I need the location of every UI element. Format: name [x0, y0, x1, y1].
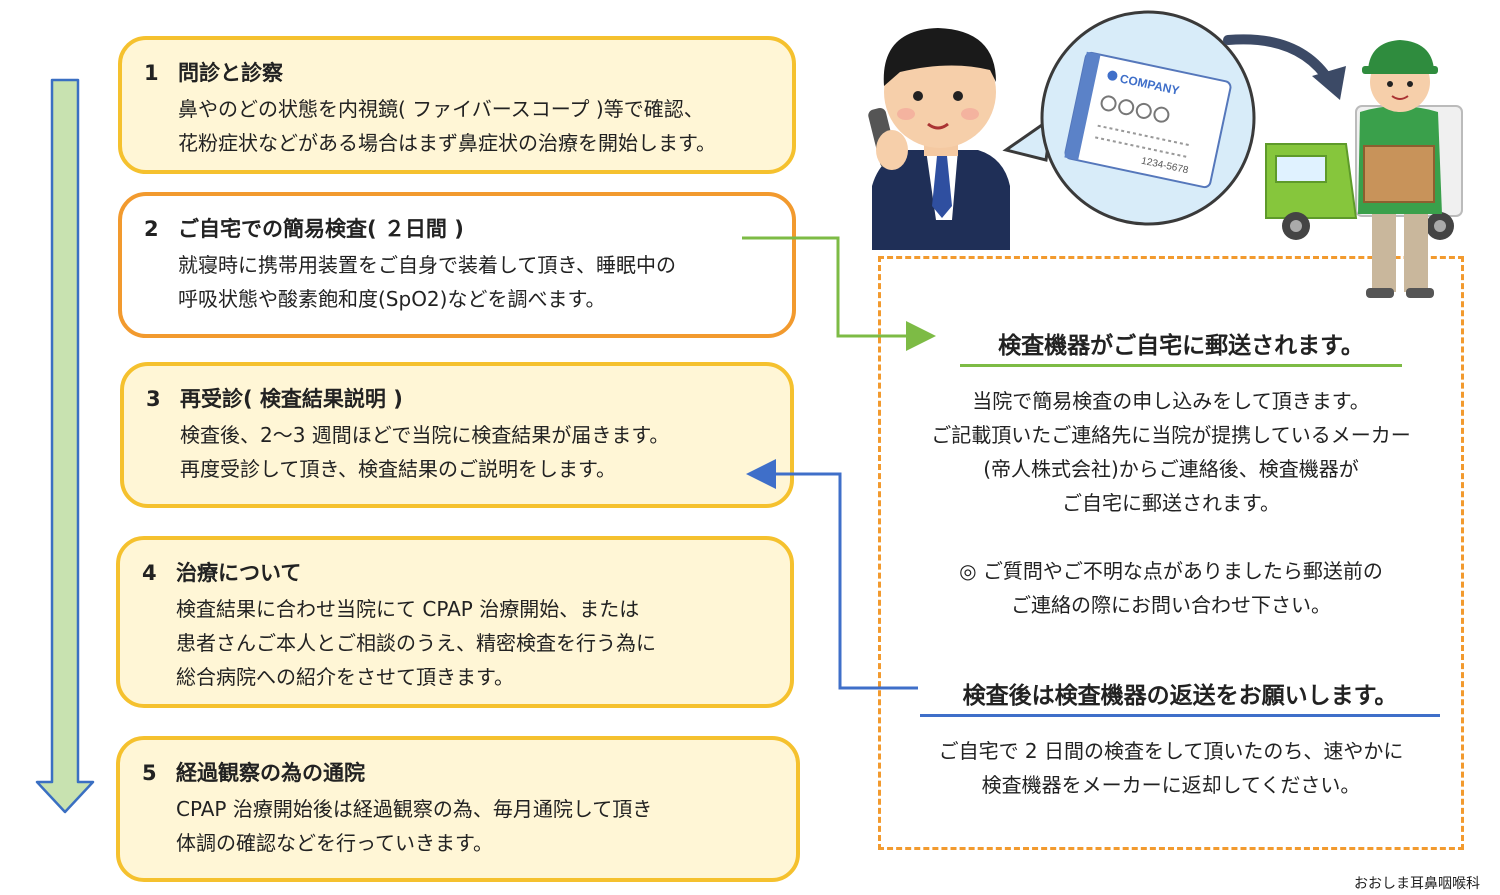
- speech-bubble: COMPANY 1234-5678: [1002, 10, 1256, 226]
- info-box: [878, 256, 1464, 850]
- step-3-body: 検査後、2～3 週間ほどで当院に検査結果が届きます。 再度受診して頂き、検査結果…: [180, 423, 670, 481]
- return-heading: 検査後は検査機器の返送をお願いします。: [920, 676, 1440, 717]
- shipping-heading: 検査機器がご自宅に郵送されます。: [960, 326, 1402, 367]
- step-1-body: 鼻やのどの状態を内視鏡( ファイバースコープ )等で確認、 花粉症状などがある場…: [178, 97, 716, 155]
- step-4-body: 検査結果に合わせ当院にて CPAP 治療開始、または 患者さんご本人とご相談のう…: [176, 597, 656, 689]
- shipping-description: 当院で簡易検査の申し込みをして頂きます。 ご記載頂いたご連絡先に当院が提携してい…: [931, 389, 1411, 515]
- step-5-body: CPAP 治療開始後は経過観察の為、毎月通院して頂き 体調の確認などを行っていき…: [176, 797, 653, 855]
- clinic-credit: おおしま耳鼻咽喉科: [1354, 876, 1480, 892]
- contact-note: ◎ ご質問やご不明な点がありましたら郵送前の ご連絡の際にお問い合わせ下さい。: [959, 559, 1383, 617]
- businessman-icon: [868, 28, 1010, 250]
- connector-to-shipping: [742, 236, 936, 351]
- connector-from-return: [746, 459, 918, 690]
- delivery-person-icon: [1358, 40, 1442, 298]
- step-2-body: 就寝時に携帯用装置をご自身で装着して頂き、睡眠中の 呼吸状態や酸素飽和度(SpO…: [178, 253, 676, 311]
- delivery-arrow-icon: [1223, 34, 1335, 87]
- return-description: ご自宅で 2 日間の検査をして頂いたのち、速やかに 検査機器をメーカーに返却して…: [938, 739, 1404, 797]
